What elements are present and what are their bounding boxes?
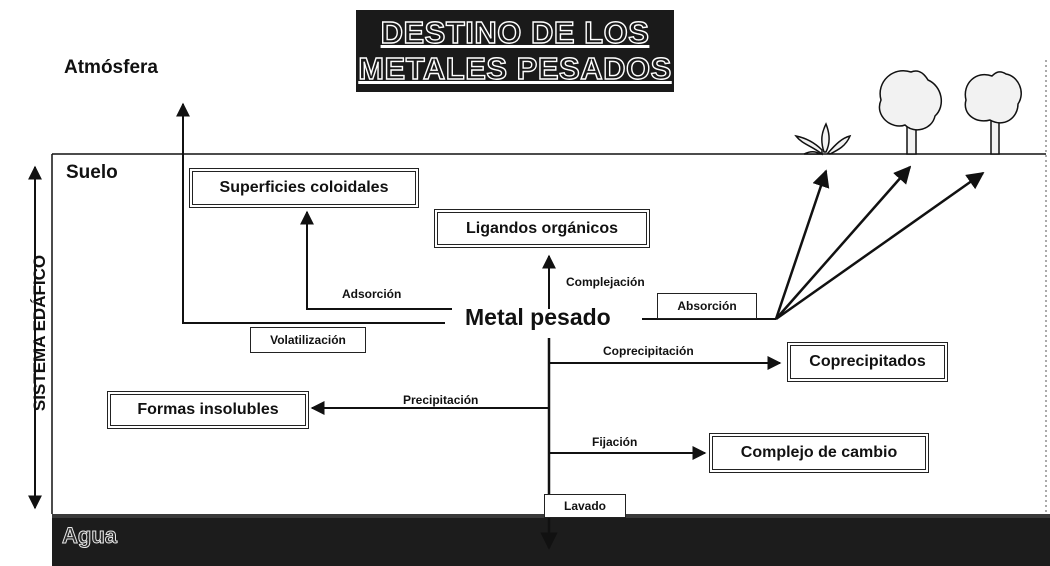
label-adsorption: Adsorción <box>342 287 402 301</box>
tree-2-icon <box>964 71 1022 155</box>
box-exchange-complex: Complejo de cambio <box>709 433 929 473</box>
system-label: SISTEMA EDÁFICO <box>30 254 49 412</box>
tree-1-icon <box>878 69 943 155</box>
adsorption-arrow <box>300 210 452 310</box>
water-band <box>52 514 1050 566</box>
diagram-title: DESTINO DE LOS METALES PESADOS <box>356 10 674 92</box>
box-volatilization: Volatilización <box>250 327 366 353</box>
label-complexation: Complejación <box>566 275 645 289</box>
central-metal-label: Metal pesado <box>465 304 611 330</box>
box-insoluble-forms: Formas insolubles <box>107 391 309 429</box>
atmosphere-label: Atmósfera <box>64 57 158 78</box>
label-precipitation: Precipitación <box>403 393 479 407</box>
box-coprecipitates: Coprecipitados <box>787 342 948 382</box>
box-leaching: Lavado <box>544 494 626 518</box>
title-line-2: METALES PESADOS <box>358 50 672 86</box>
volatilization-arrow <box>176 102 445 324</box>
soil-label: Suelo <box>66 162 118 183</box>
uptake-arrow-3 <box>775 171 985 321</box>
box-colloidal-surfaces: Superficies coloidales <box>189 168 419 208</box>
plant-small-icon <box>794 122 852 156</box>
uptake-arrow-1 <box>774 169 830 320</box>
box-organic-ligands: Ligandos orgánicos <box>434 209 650 248</box>
label-fixation: Fijación <box>592 435 638 449</box>
box-absorption: Absorción <box>657 293 757 319</box>
label-coprecipitation: Coprecipitación <box>603 344 694 358</box>
water-label: Agua <box>62 523 118 549</box>
uptake-arrow-2 <box>775 165 912 320</box>
title-line-1: DESTINO DE LOS <box>380 15 650 51</box>
